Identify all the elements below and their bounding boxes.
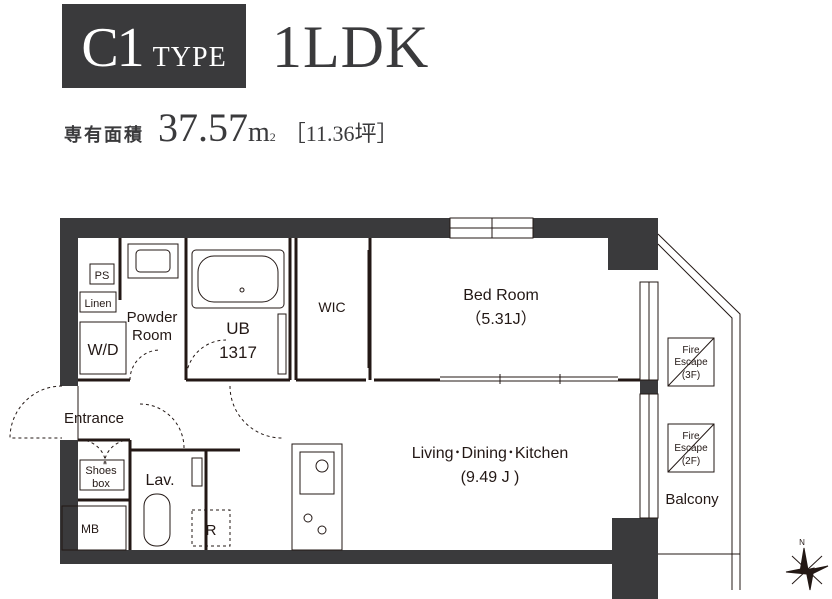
layout-name: 1LDK	[272, 14, 430, 80]
label-wd: W/D	[87, 342, 118, 359]
toilet	[143, 493, 171, 547]
area-tsubo: ［11.36坪］	[283, 121, 399, 146]
label-linen: Linen	[85, 298, 112, 310]
label-fire2-1: Fire	[682, 431, 700, 442]
fire-escape-2f	[667, 423, 715, 473]
wall-bottom	[60, 550, 640, 564]
label-lav: Lav.	[145, 472, 174, 489]
outer-walls	[60, 218, 658, 599]
label-mb: MB	[81, 522, 99, 536]
label-ldk: Living･Dining･Kitchen	[412, 445, 569, 462]
powder-sink	[127, 243, 179, 279]
wall-left	[60, 218, 78, 386]
area-unit-sup: 2	[269, 130, 276, 144]
label-wic: WIC	[318, 299, 345, 315]
fixtures	[61, 243, 343, 551]
ps-box	[89, 263, 115, 285]
type-code: C1	[81, 17, 144, 79]
interior-walls	[77, 238, 640, 550]
wall-right-pillar	[608, 218, 658, 270]
area-unit: m	[248, 117, 270, 148]
wall-bottom-right	[612, 518, 658, 599]
top-window	[449, 217, 534, 239]
fire-escape-3f	[667, 337, 715, 387]
compass-icon	[785, 547, 829, 591]
label-ps: PS	[95, 270, 110, 282]
wd-box	[79, 321, 127, 375]
shoes-box	[79, 459, 125, 491]
mb-box	[61, 505, 127, 551]
label-bed-room: Bed Room	[463, 287, 539, 304]
wall-right-mid	[640, 380, 658, 394]
label-powder-2: Room	[132, 327, 172, 344]
label-entrance: Entrance	[64, 410, 124, 427]
label-shoes-1: Shoes	[85, 465, 117, 477]
label-balcony: Balcony	[665, 491, 719, 508]
sliding-doors	[367, 250, 618, 384]
balcony-outline	[657, 233, 741, 590]
label-fire2-2: Escape	[674, 443, 708, 454]
label-fire3-2: Escape	[674, 357, 708, 368]
area-label: 専有面積	[64, 125, 144, 146]
label-north: N	[799, 538, 805, 547]
wall-left-lower	[60, 440, 78, 552]
label-r: R	[206, 522, 217, 539]
label-powder-1: Powder	[127, 309, 178, 326]
label-fire3-3: (3F)	[682, 370, 700, 381]
linen-box	[79, 291, 117, 313]
wall-top	[60, 218, 450, 238]
label-fire3-1: Fire	[682, 345, 700, 356]
door-swings	[9, 339, 283, 467]
label-ub: UB	[226, 319, 250, 338]
r-box	[191, 509, 231, 547]
label-bed-size: （5.31J）	[465, 310, 536, 328]
label-shoes-2: box	[92, 478, 110, 490]
bathtub	[191, 249, 285, 309]
label-ub-size: 1317	[219, 343, 257, 362]
kitchen-counter	[291, 443, 343, 551]
type-badge: C1 TYPE	[62, 4, 246, 88]
side-windows	[639, 281, 659, 519]
area-value: 37.57	[158, 105, 248, 150]
label-ldk-size: (9.49 J )	[461, 469, 520, 486]
type-word: TYPE	[152, 42, 227, 73]
label-fire2-3: (2F)	[682, 456, 700, 467]
